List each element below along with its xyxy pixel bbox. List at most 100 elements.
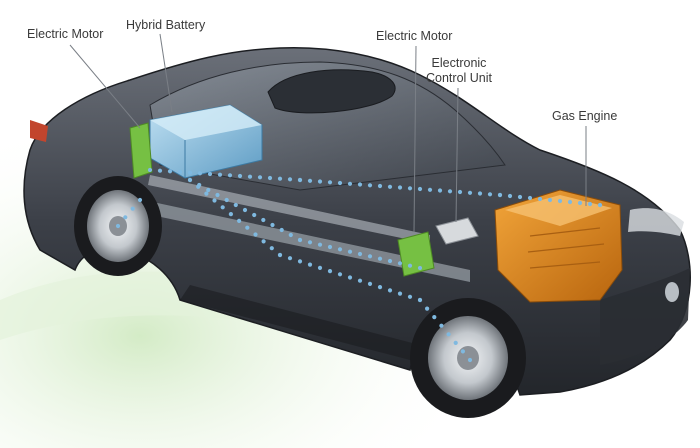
power-dot: [357, 251, 363, 257]
label-electric-motor-rear: Electric Motor: [27, 27, 104, 41]
power-dot: [267, 175, 273, 181]
label-ecu-line1: Electronic: [431, 56, 487, 70]
power-dot: [287, 177, 293, 182]
power-dot: [177, 169, 183, 175]
power-dot: [130, 206, 135, 211]
power-dot: [367, 183, 373, 188]
power-dot: [547, 197, 553, 203]
power-dot: [277, 252, 283, 258]
headlight: [628, 208, 684, 236]
callout-leaders: [69, 33, 587, 233]
power-dot: [407, 263, 413, 268]
power-dot: [397, 291, 403, 296]
power-dot: [577, 200, 583, 206]
power-dot: [317, 265, 323, 270]
power-dot: [317, 242, 323, 247]
label-ecu-line2: Control Unit: [426, 71, 492, 85]
power-dot: [537, 196, 543, 202]
power-dot: [215, 192, 220, 198]
power-dot: [557, 198, 563, 204]
power-dot: [446, 332, 451, 337]
power-dot: [327, 269, 333, 274]
power-dot: [270, 222, 275, 228]
power-dot: [277, 176, 283, 181]
power-dot: [337, 247, 343, 252]
power-dot: [197, 171, 203, 176]
power-dot: [253, 232, 258, 237]
power-dot: [425, 306, 430, 311]
power-dot: [387, 288, 393, 293]
power-dot: [257, 175, 263, 180]
power-dot: [297, 177, 303, 183]
power-dot: [287, 256, 293, 261]
power-dot: [347, 275, 353, 280]
power-dot: [347, 249, 353, 254]
power-dot: [377, 183, 383, 189]
power-dot: [317, 179, 323, 184]
power-dot: [212, 198, 217, 203]
power-dot: [367, 281, 373, 286]
power-dot: [517, 194, 523, 200]
power-dot: [242, 207, 248, 213]
power-flow-dots: [115, 167, 603, 363]
power-dot: [307, 262, 313, 267]
brand-emblem: [665, 282, 679, 302]
power-dot: [327, 244, 333, 250]
power-dot: [387, 258, 393, 264]
label-electric-motor-front: Electric Motor: [376, 29, 453, 43]
power-dot: [228, 212, 233, 217]
power-dot: [437, 188, 443, 193]
power-dot: [115, 223, 121, 229]
power-dot: [387, 184, 393, 189]
power-dot: [217, 172, 223, 177]
side-sill: [180, 285, 420, 360]
power-dot: [207, 171, 213, 177]
label-hybrid-battery: Hybrid Battery: [126, 18, 206, 32]
power-dot: [397, 261, 403, 266]
power-dot: [453, 340, 458, 345]
power-dot: [233, 202, 238, 208]
tail-light: [30, 120, 48, 142]
power-dot: [457, 189, 463, 195]
power-dot: [377, 256, 383, 261]
power-dot: [417, 265, 423, 271]
power-dot: [467, 357, 473, 363]
electric-motor-front-component: [397, 231, 435, 277]
power-dot: [269, 246, 274, 251]
power-dot: [439, 323, 444, 328]
power-dot: [587, 201, 593, 207]
power-dot: [407, 186, 413, 191]
power-dot: [204, 191, 209, 196]
power-dot: [307, 240, 313, 245]
power-dot: [417, 297, 423, 303]
power-dot: [337, 180, 343, 186]
power-dot: [297, 259, 303, 264]
power-dot: [147, 167, 153, 173]
power-dot: [187, 177, 193, 183]
power-dot: [297, 237, 303, 243]
power-dot: [477, 191, 483, 196]
power-dot: [460, 349, 465, 354]
power-dot: [337, 272, 343, 277]
power-dot: [367, 254, 373, 259]
power-dot: [137, 197, 143, 203]
power-dot: [357, 278, 363, 283]
power-dot: [261, 217, 266, 223]
power-dot: [347, 181, 353, 186]
power-dot: [487, 192, 493, 197]
power-dot: [227, 173, 233, 178]
power-dot: [527, 195, 533, 201]
power-dot: [597, 202, 603, 208]
power-dot: [261, 239, 266, 244]
power-dot: [206, 187, 211, 193]
hybrid-battery-component: [149, 104, 263, 179]
label-gas-engine: Gas Engine: [552, 109, 618, 123]
power-dot: [407, 294, 413, 299]
power-dot: [279, 227, 284, 233]
power-dot: [497, 192, 503, 198]
power-dot: [196, 184, 201, 189]
electric-motor-rear-component: [129, 122, 153, 179]
ecu-component: [435, 217, 479, 245]
power-dot: [377, 285, 383, 290]
